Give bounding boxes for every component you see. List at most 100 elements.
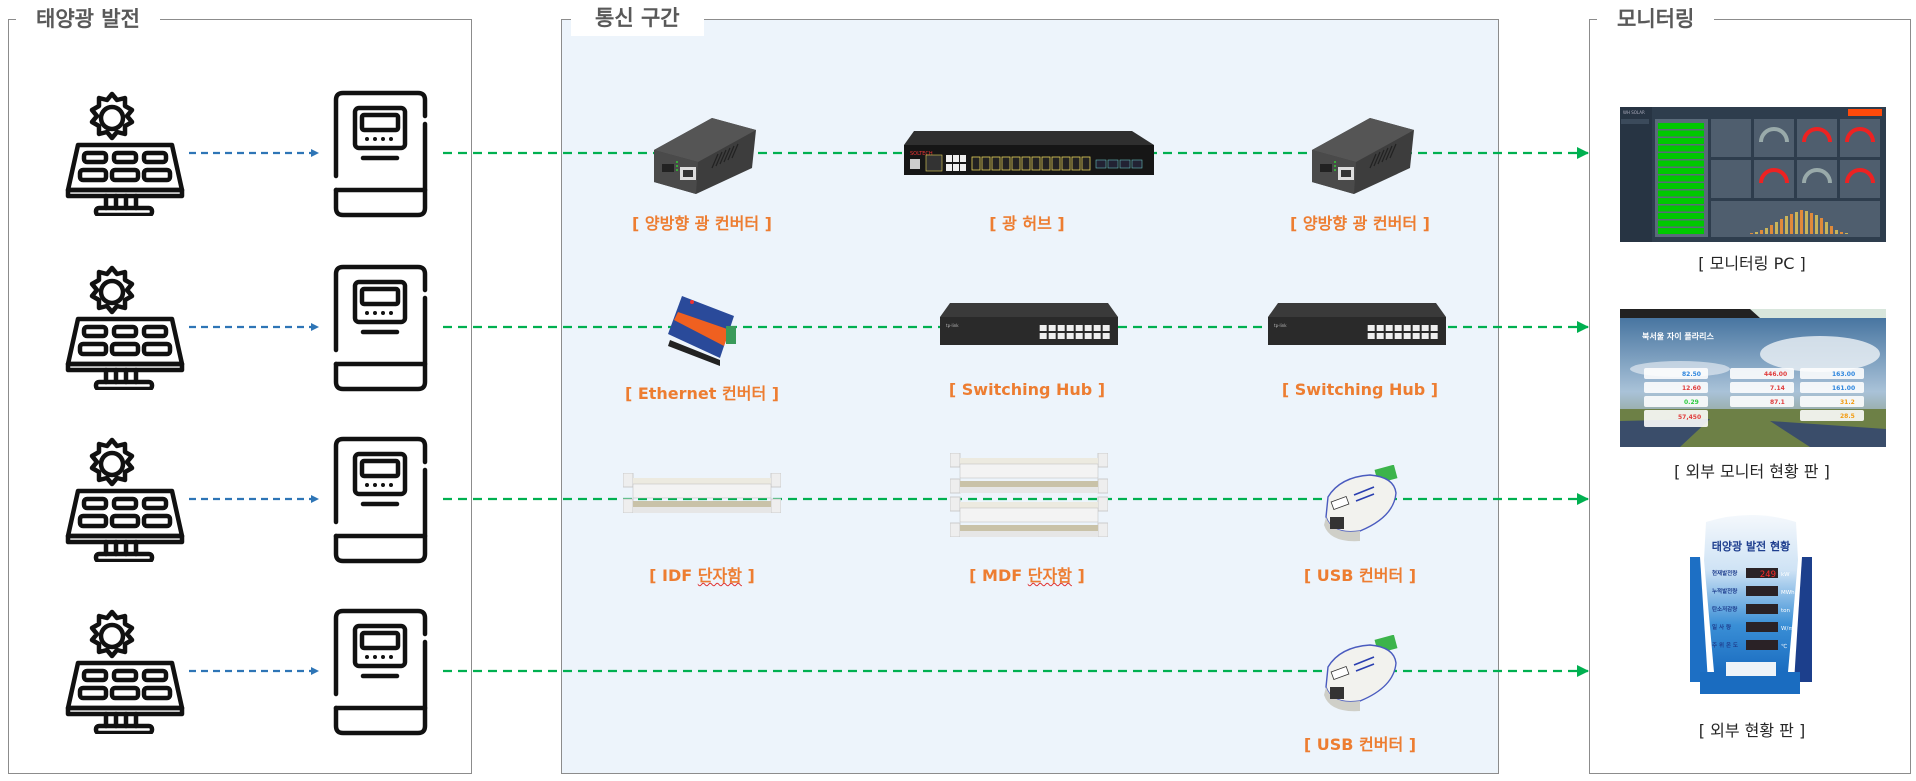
inverter-icon <box>333 264 431 396</box>
board-row-label: 탄소저감량 <box>1712 605 1737 613</box>
solar-panel-icon <box>62 436 188 566</box>
ext-value: 163.00 <box>1832 371 1855 378</box>
usb-converter <box>1320 634 1400 713</box>
inverter-status-bar <box>1658 160 1704 167</box>
monitoring-pc-label: [ 모니터링 PC ] <box>1698 254 1806 273</box>
usb-converter <box>1320 464 1400 543</box>
external-status-board: 태양광 발전 현황 현재발전량 249 kW 누적발전량 MWh 탄소저감량 ton 일 사 … <box>1688 512 1814 702</box>
svg-text:SOLTECH: SOLTECH <box>910 151 933 157</box>
inverter-status-bar <box>1658 123 1704 129</box>
generation-bar <box>1810 213 1813 234</box>
inverter-status-bar <box>1658 175 1704 182</box>
generation-bar <box>1790 214 1793 234</box>
solar-generation-group <box>8 19 472 774</box>
inverter-icon <box>333 436 431 568</box>
led-display <box>1746 622 1778 632</box>
inverter-status-bar <box>1658 190 1704 197</box>
device-label: [ Switching Hub ] <box>948 380 1106 399</box>
device-label: [ Ethernet 컨버터 ] <box>624 384 780 403</box>
board-row-unit: ℃ <box>1781 643 1787 650</box>
external-monitor-label: [ 외부 모니터 현황 판 ] <box>1674 462 1830 481</box>
solar-group-title: 태양광 발전 <box>16 4 160 34</box>
monitor-group-title: 모니터링 <box>1597 4 1715 34</box>
ext-value: 82.50 <box>1682 371 1701 378</box>
device-label: [ 광 허브 ] <box>989 214 1065 233</box>
inverter-status-bar <box>1658 183 1704 189</box>
switching-hub: tp-link <box>1268 301 1446 347</box>
board-row-unit: MWh <box>1781 590 1795 596</box>
device-label: [ IDF 단자함 ] <box>649 566 755 585</box>
external-monitor-screen: 북서울 자이 폴라리스 82.50 12.60 0.29 57,450 446.… <box>1620 309 1886 447</box>
generation-bar <box>1805 211 1808 234</box>
generation-bar <box>1800 210 1803 234</box>
device-label: [ Switching Hub ] <box>1281 380 1439 399</box>
spellcheck-underlined-word: 단자함 <box>697 566 742 585</box>
device-label: [ 양방향 광 컨버터 ] <box>632 214 772 233</box>
ext-value: 57,450 <box>1678 414 1701 421</box>
ext-value: 446.00 <box>1764 371 1787 378</box>
generation-bar <box>1830 226 1833 234</box>
inverter-status-bar <box>1658 145 1704 152</box>
led-value: 249 <box>1760 570 1776 580</box>
board-row-unit: kW <box>1781 572 1790 578</box>
device-label: [ 양방향 광 컨버터 ] <box>1290 214 1430 233</box>
generation-bar <box>1765 228 1768 234</box>
inverter-status-bar <box>1658 220 1704 227</box>
comm-group-title: 통신 구간 <box>571 0 704 36</box>
generation-bar <box>1785 216 1788 234</box>
led-display <box>1746 568 1778 578</box>
led-display <box>1746 640 1778 650</box>
mdf-terminal-box <box>949 452 1109 538</box>
device-label: [ USB 컨버터 ] <box>1303 566 1417 585</box>
ext-monitor-site: 북서울 자이 폴라리스 <box>1642 331 1714 341</box>
generation-bar <box>1760 230 1763 234</box>
board-row-unit: W/㎡ <box>1781 624 1794 632</box>
svg-text:tp-link: tp-link <box>1274 323 1287 328</box>
board-title: 태양광 발전 현황 <box>1712 539 1791 553</box>
generation-bar <box>1825 222 1828 234</box>
idf-terminal-box <box>622 472 782 514</box>
device-label: [ USB 컨버터 ] <box>1303 735 1417 754</box>
generation-bar <box>1775 222 1778 234</box>
bidirectional-fiber-converter <box>652 110 756 196</box>
external-board-label: [ 외부 현황 판 ] <box>1698 721 1806 740</box>
inverter-status-bar <box>1658 130 1704 137</box>
generation-bar <box>1795 212 1798 234</box>
inverter-icon <box>333 90 431 222</box>
board-row-label: 누적발전량 <box>1712 587 1737 595</box>
generation-bar <box>1815 215 1818 234</box>
switching-hub: tp-link <box>940 301 1118 347</box>
ext-value: 7.14 <box>1770 385 1785 392</box>
inverter-icon <box>333 608 431 740</box>
board-row-unit: ton <box>1781 608 1791 614</box>
inverter-status-bar <box>1658 198 1704 204</box>
generation-bar <box>1845 233 1848 234</box>
inverter-status-bar <box>1658 153 1704 159</box>
ext-value: 31.2 <box>1840 399 1855 406</box>
monitoring-pc-screen: WH SOLAR <box>1620 107 1886 242</box>
inverter-status-bar <box>1658 228 1704 234</box>
ext-value: 161.00 <box>1832 385 1855 392</box>
led-display <box>1746 586 1778 596</box>
ext-value: 0.29 <box>1684 399 1699 406</box>
bidirectional-fiber-converter <box>1310 110 1414 196</box>
generation-bar <box>1755 232 1758 234</box>
svg-text:tp-link: tp-link <box>946 323 959 328</box>
generation-bar <box>1770 225 1773 234</box>
solar-panel-icon <box>62 264 188 394</box>
led-display <box>1746 604 1778 614</box>
generation-bar <box>1750 233 1753 234</box>
generation-bar <box>1820 218 1823 234</box>
ext-value: 87.1 <box>1770 399 1785 406</box>
ethernet-converter <box>660 286 740 366</box>
spellcheck-underlined-word: 단자함 <box>1027 566 1072 585</box>
inverter-status-bar <box>1658 168 1704 174</box>
board-row-label: 일 사 량 <box>1712 623 1731 631</box>
board-row-label: 현재발전량 <box>1712 569 1737 577</box>
inverter-status-bar <box>1658 138 1704 144</box>
generation-bar <box>1840 232 1843 234</box>
solar-panel-icon <box>62 608 188 738</box>
device-label: [ MDF 단자함 ] <box>969 566 1085 585</box>
generation-bar <box>1780 219 1783 234</box>
pc-brand: WH SOLAR <box>1623 110 1645 115</box>
